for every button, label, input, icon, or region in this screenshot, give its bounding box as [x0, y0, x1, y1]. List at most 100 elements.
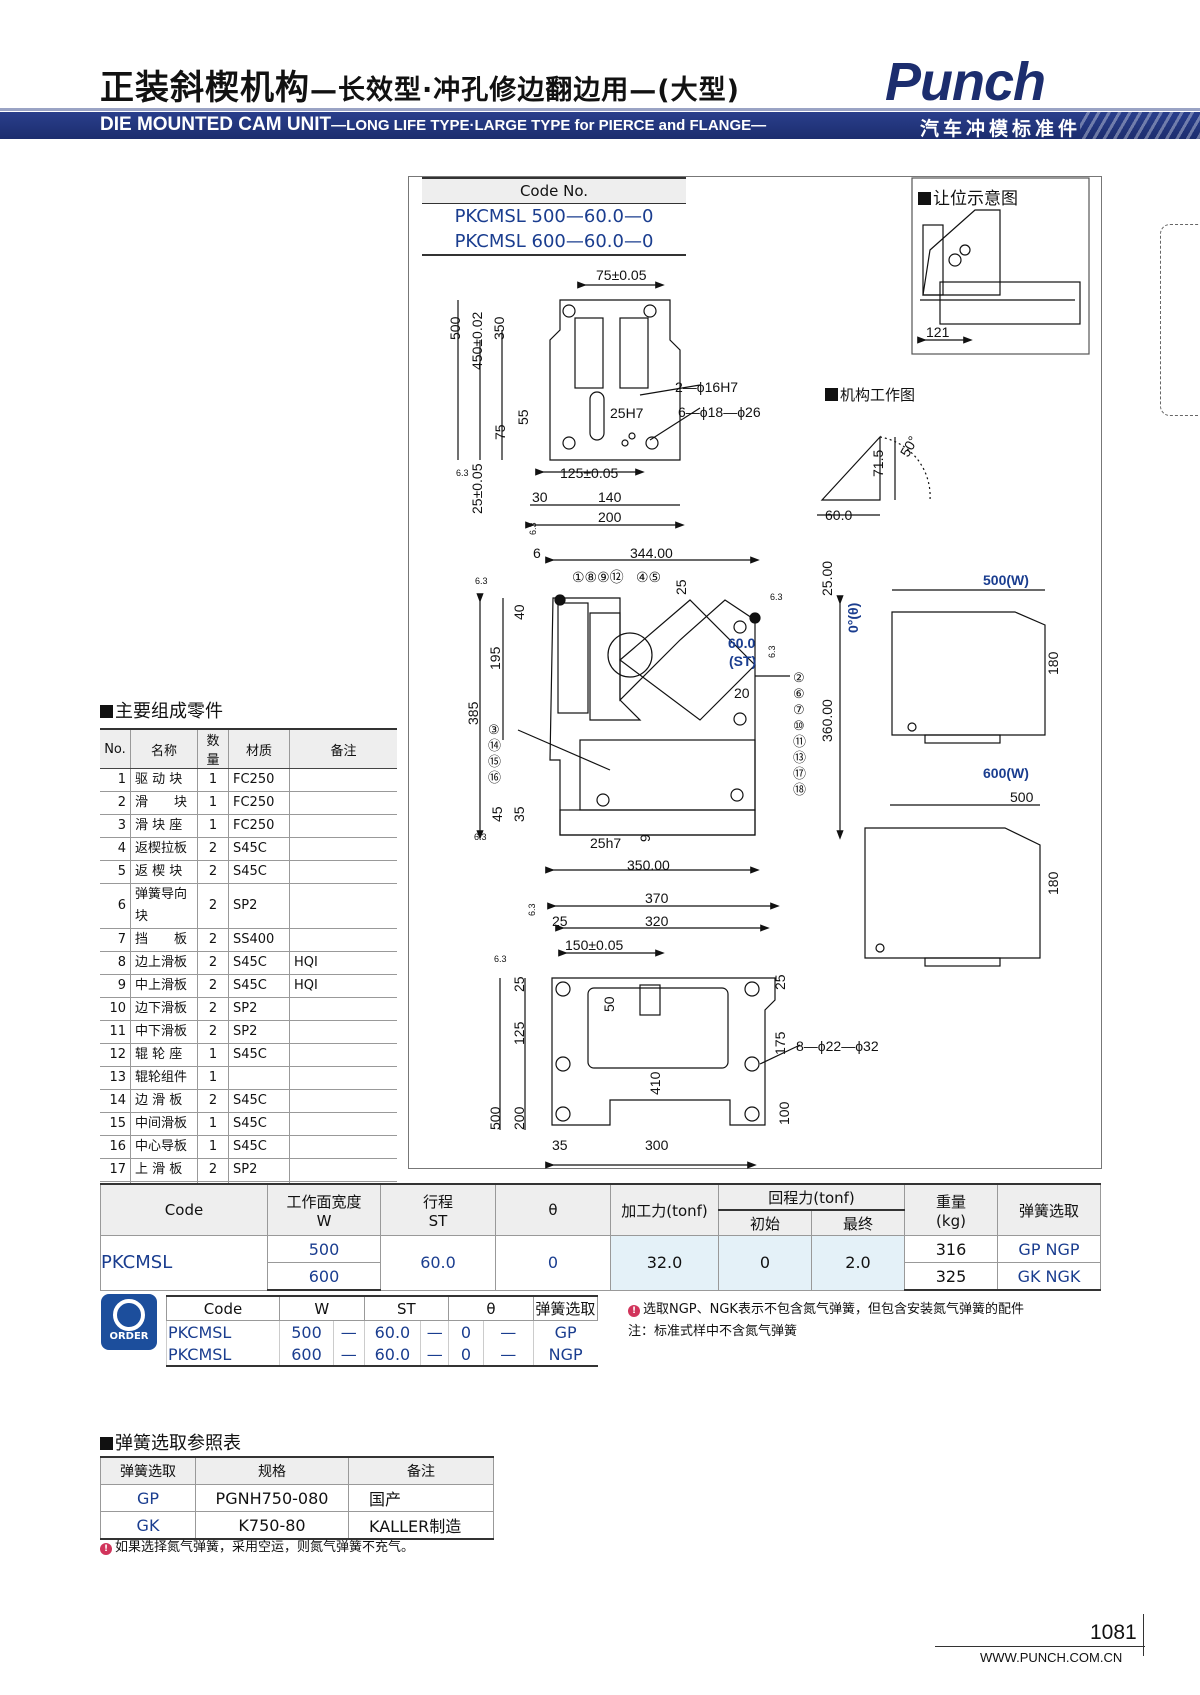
order-cell: — — [482, 1320, 534, 1343]
parts-cell: 边上滑板 — [130, 951, 198, 975]
dim-label: 25.00 — [819, 561, 835, 596]
spring-code: GP — [100, 1484, 196, 1512]
technical-drawings: 121 71.5 50° 60.0 75±0.05 500 450±0.02 3… — [447, 177, 1090, 1169]
parts-cell: 2 — [197, 997, 229, 1021]
dim-label: 50° — [897, 433, 921, 459]
dim-label: 50 — [601, 996, 617, 1012]
parts-cell: 10 — [100, 997, 131, 1021]
parts-cell — [289, 860, 397, 884]
parts-cell: SP2 — [228, 1020, 290, 1044]
order-cell: PKCMSL — [166, 1320, 280, 1343]
spring-table: 弹簧选取 规格 备注 GP PGNH750-080 国产 GK K750-80 … — [100, 1456, 494, 1540]
surface-finish-label: 6.3 — [527, 903, 537, 916]
order-header: W — [279, 1295, 365, 1321]
parts-cell: HQI — [289, 974, 397, 998]
header-bar — [0, 112, 1200, 139]
dim-label: 40 — [511, 604, 527, 620]
dim-label: 55 — [515, 409, 531, 425]
dim-label: 30 — [532, 489, 548, 505]
parts-cell: 12 — [100, 1043, 131, 1067]
parts-cell — [289, 814, 397, 838]
order-cell: GP — [532, 1320, 598, 1343]
bottom-view-drawing — [499, 902, 801, 1169]
spec-spring: GK NGK — [997, 1262, 1101, 1291]
spring-spec: PGNH750-080 — [195, 1484, 349, 1512]
parts-cell: 16 — [100, 1135, 131, 1159]
surface-finish-label: 6.3 — [475, 576, 488, 586]
parts-cell: FC250 — [228, 814, 290, 838]
surface-finish-label: 6.3 — [456, 468, 469, 478]
parts-cell: 1 — [197, 1043, 229, 1067]
parts-cell: 2 — [197, 1089, 229, 1113]
footer-url: WWW.PUNCH.COM.CN — [980, 1650, 1123, 1665]
dim-label: 300 — [645, 1137, 669, 1153]
spring-note: 国产 — [348, 1484, 494, 1512]
spec-code: PKCMSL — [100, 1235, 268, 1291]
clearance-diagram-frame — [911, 177, 1090, 355]
parts-cell: SP2 — [228, 1158, 290, 1182]
spec-return-init: 0 — [718, 1235, 812, 1291]
parts-cell: 中下滑板 — [130, 1020, 198, 1044]
order-header: θ — [448, 1295, 534, 1321]
parts-cell — [289, 837, 397, 861]
part-callout: ⑦ — [793, 702, 805, 717]
parts-cell: 1 — [100, 768, 131, 792]
order-cell: 500 — [279, 1320, 334, 1343]
spec-header: Code — [100, 1183, 268, 1236]
note-bulb-icon: ! — [100, 1543, 112, 1555]
parts-cell — [289, 1112, 397, 1136]
parts-cell: 边 滑 板 — [130, 1089, 198, 1113]
dim-label: 25±0.05 — [469, 463, 485, 514]
stroke-label: 60.0 — [728, 635, 755, 651]
parts-cell: 2 — [197, 928, 229, 952]
note-ngp: !选取NGP、NGK表示不包含氮气弹簧，但包含安装氮气弹簧的配件 — [628, 1298, 1024, 1317]
parts-cell: 中间滑板 — [130, 1112, 198, 1136]
parts-cell — [289, 883, 397, 929]
dim-label: 360.00 — [819, 699, 835, 742]
parts-cell: S45C — [228, 1135, 290, 1159]
note-standard: 注：标准式样中不含氮气弹簧 — [628, 1324, 798, 1339]
parts-cell: 2 — [197, 860, 229, 884]
dim-label: 8—ϕ22—ϕ32 — [796, 1038, 879, 1054]
parts-cell: 13 — [100, 1066, 131, 1090]
parts-cell — [289, 1135, 397, 1159]
surface-finish-label: 6.3 — [770, 592, 783, 602]
dim-label: 450±0.02 — [469, 311, 485, 370]
dim-label: 140 — [598, 489, 622, 505]
spring-header: 弹簧选取 — [100, 1456, 196, 1485]
order-cell: PKCMSL — [166, 1343, 280, 1367]
note-nitrogen: !如果选择氮气弹簧，采用空运，则氮气弹簧不充气。 — [100, 1536, 414, 1555]
w500-block — [891, 589, 1046, 744]
parts-cell: 3 — [100, 814, 131, 838]
parts-header: 名称 — [130, 728, 198, 769]
brand-tagline: 汽车冲模标准件 — [920, 118, 1082, 140]
parts-cell: 1 — [197, 1112, 229, 1136]
parts-cell — [228, 1066, 290, 1090]
part-callout: ③ — [488, 722, 500, 737]
parts-cell: SP2 — [228, 997, 290, 1021]
part-callout: ⑰ — [793, 766, 806, 781]
parts-cell: 2 — [197, 1158, 229, 1182]
spring-note: KALLER制造 — [348, 1511, 494, 1540]
spec-width: 600 — [267, 1262, 381, 1291]
order-header: Code — [166, 1295, 280, 1321]
spring-spec: K750-80 — [195, 1511, 349, 1540]
dim-label: 385 — [465, 701, 481, 725]
dim-label: 125±0.05 — [560, 465, 619, 481]
spring-table-title: 弹簧选取参照表 — [100, 1429, 241, 1455]
order-cell: NGP — [532, 1343, 598, 1367]
order-cell: — — [482, 1343, 534, 1367]
dim-label: 2—ϕ16H7 — [675, 379, 738, 395]
parts-cell: 7 — [100, 928, 131, 952]
order-icon-label: ORDER — [109, 1331, 149, 1342]
part-callout: ⑪ — [793, 734, 806, 749]
order-cell: 600 — [279, 1343, 334, 1367]
parts-cell: S45C — [228, 951, 290, 975]
